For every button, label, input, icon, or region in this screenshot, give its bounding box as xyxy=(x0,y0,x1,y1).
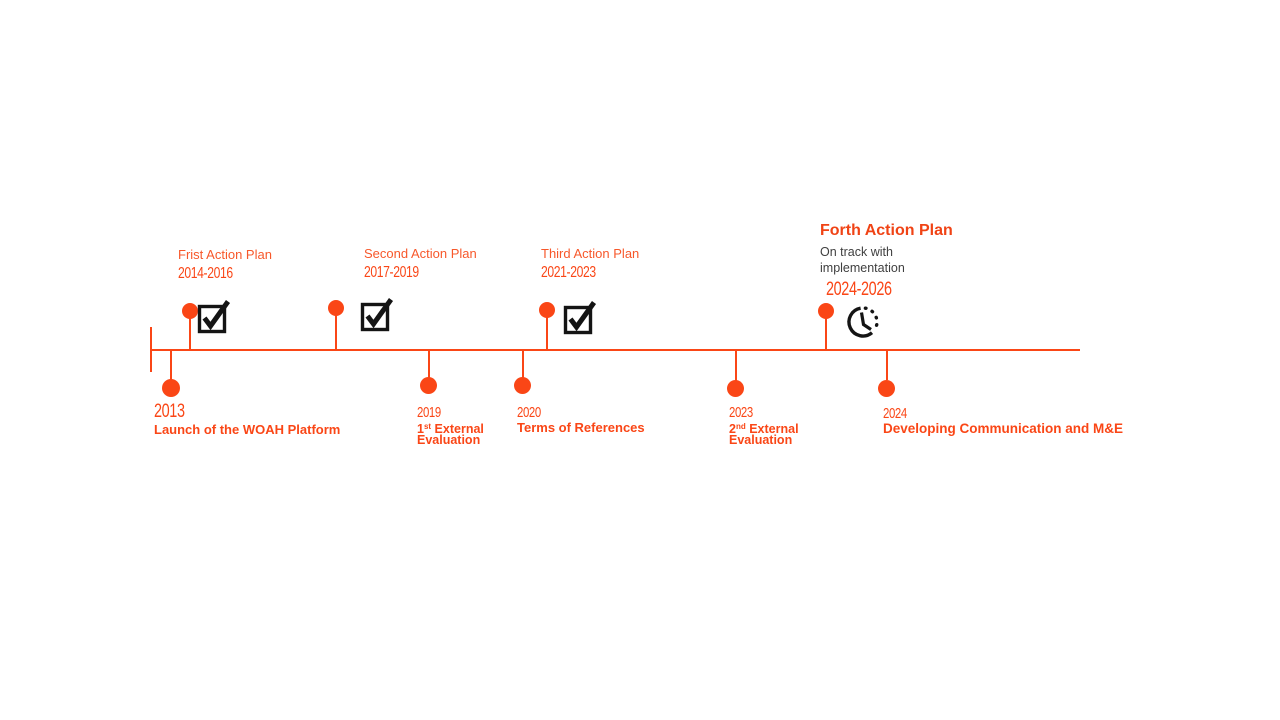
milestone-dot xyxy=(182,303,198,319)
milestone-title: Second Action Plan xyxy=(364,246,477,261)
milestone-title: Forth Action Plan xyxy=(820,222,953,239)
milestone-stem xyxy=(546,309,548,350)
milestone-dot xyxy=(514,377,531,394)
milestone-stem xyxy=(886,350,888,380)
milestone-dot xyxy=(818,303,834,319)
milestone-dot xyxy=(420,377,437,394)
milestone-label-2023: 2023 2nd External Evaluation xyxy=(729,402,799,445)
milestone-year: 2024 xyxy=(883,405,907,422)
clock-icon xyxy=(843,302,883,342)
milestone-dot xyxy=(878,380,895,397)
timeline-axis-endcap xyxy=(150,327,152,372)
milestone-text: 1st External xyxy=(417,422,484,436)
milestone-years: 2017-2019 xyxy=(364,264,419,281)
milestone-year: 2013 xyxy=(154,401,185,422)
milestone-stem xyxy=(428,350,430,378)
checked-checkbox-icon xyxy=(197,299,233,335)
milestone-stem xyxy=(189,310,191,350)
milestone-dot xyxy=(328,300,344,316)
milestone-stem xyxy=(825,310,827,350)
milestone-dot xyxy=(162,379,180,397)
milestone-stem xyxy=(522,350,524,378)
milestone-text: Launch of the WOAH Platform xyxy=(154,422,341,437)
milestone-stem xyxy=(170,350,172,380)
milestone-text-line2: Evaluation xyxy=(729,432,793,447)
milestone-year: 2023 xyxy=(729,404,753,421)
milestone-years: 2021-2023 xyxy=(541,264,596,281)
milestone-text-line2: Evaluation xyxy=(417,432,481,447)
milestone-label-third-action-plan: Third Action Plan 2021-2023 xyxy=(541,246,639,282)
milestone-years: 2014-2016 xyxy=(178,265,233,282)
milestone-label-second-action-plan: Second Action Plan 2017-2019 xyxy=(364,246,477,282)
timeline-axis xyxy=(150,349,1080,351)
milestone-title: Third Action Plan xyxy=(541,246,640,261)
ordinal-suffix: nd xyxy=(735,422,746,431)
milestone-label-first-action-plan: Frist Action Plan 2014-2016 xyxy=(178,247,272,283)
milestone-text: 2nd External xyxy=(729,422,799,436)
milestone-label-2020: 2020 Terms of References xyxy=(517,402,645,435)
milestone-years: 2024-2026 xyxy=(826,279,892,300)
milestone-stem xyxy=(735,350,737,381)
milestone-label-2013: 2013 Launch of the WOAH Platform xyxy=(154,399,341,437)
milestone-text: Terms of References xyxy=(517,420,645,435)
milestone-stem xyxy=(335,308,337,350)
checked-checkbox-icon xyxy=(563,300,599,336)
milestone-label-2024: 2024 Developing Communication and M&E xyxy=(883,403,1124,436)
milestone-year: 2019 xyxy=(417,404,441,421)
milestone-status: On track with implementation xyxy=(820,245,905,275)
milestone-label-forth-action-plan: Forth Action Plan On track with implemen… xyxy=(820,222,953,301)
milestone-dot xyxy=(539,302,555,318)
milestone-year: 2020 xyxy=(517,404,541,421)
ordinal-suffix: st xyxy=(423,422,432,431)
milestone-title: Frist Action Plan xyxy=(178,247,272,262)
milestone-text: Developing Communication and M&E xyxy=(883,421,1124,436)
milestone-label-2019: 2019 1st External Evaluation xyxy=(417,402,484,445)
milestone-dot xyxy=(727,380,744,397)
checked-checkbox-icon xyxy=(360,297,396,333)
